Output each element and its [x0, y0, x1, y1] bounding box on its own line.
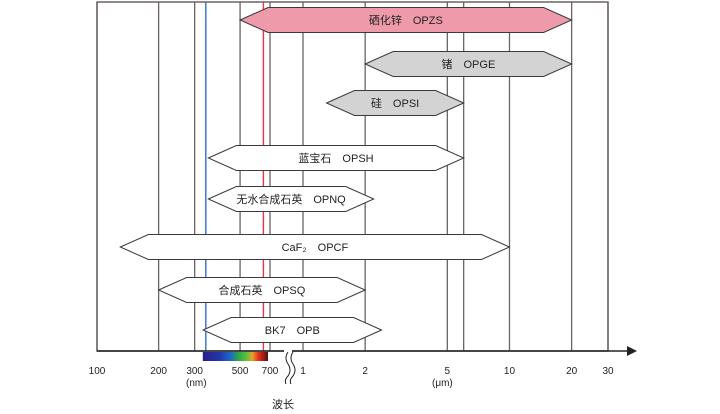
range-bar-opge: [363, 51, 573, 77]
bar-label-opsh: 蓝宝石 OPSH: [298, 151, 373, 165]
unit-label-nm: (nm): [186, 378, 207, 389]
tick-label: 300: [186, 366, 203, 377]
range-bar-opcf: [119, 234, 511, 260]
range-bar-opb: [201, 317, 383, 343]
bar-label-opge: 锗 OPGE: [442, 57, 496, 71]
tick-label: 100: [89, 366, 106, 377]
visible-spectrum-bar: [202, 352, 268, 361]
tick-label: 500: [232, 366, 249, 377]
bar-label-opb: BK7 OPB: [265, 325, 320, 337]
tick-label: 5: [445, 366, 451, 377]
unit-label-um: (μm): [432, 378, 453, 389]
range-bar-opnq: [207, 186, 375, 212]
range-bar-opsq: [157, 277, 367, 303]
tick-label: 30: [602, 366, 614, 377]
tick-label: 2: [362, 366, 368, 377]
tick-label: 20: [566, 366, 578, 377]
tick-label: 200: [150, 366, 167, 377]
x-axis-title: 波长: [272, 398, 294, 411]
tick-label: 10: [504, 366, 516, 377]
x-axis-arrow: [627, 346, 637, 356]
axis-break-mark: [289, 351, 296, 385]
bar-label-opzs: 硒化锌 OPZS: [369, 13, 443, 27]
tick-label: 700: [262, 366, 279, 377]
range-bar-opzs: [238, 7, 573, 33]
range-bar-opsh: [207, 145, 465, 171]
tick-label: 1: [300, 366, 306, 377]
bar-label-opsq: 合成石英 OPSQ: [218, 283, 305, 297]
range-bar-opsi: [325, 90, 465, 116]
bar-label-opsi: 硅 OPSI: [371, 97, 419, 110]
axis-break-mark: [284, 351, 291, 385]
bar-label-opnq: 无水合成石英 OPNQ: [236, 192, 346, 206]
bar-label-opcf: CaF₂ OPCF: [282, 242, 349, 254]
